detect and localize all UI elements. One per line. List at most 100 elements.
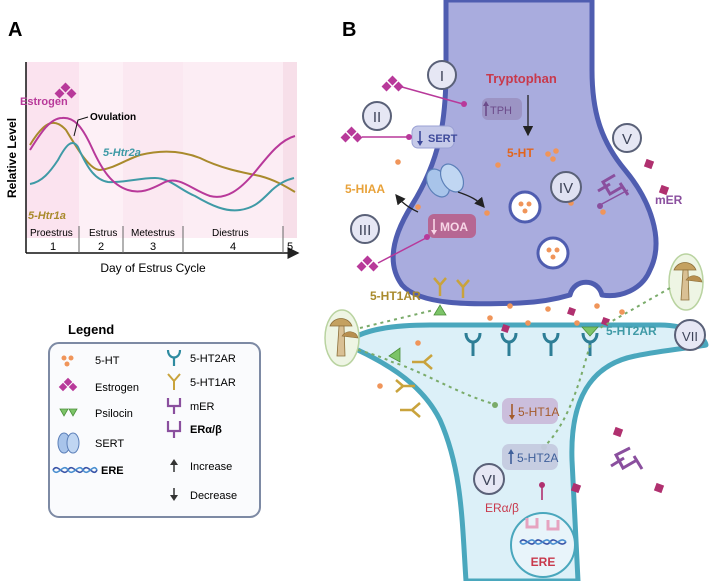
day-tick-1: 1 [50, 241, 56, 253]
mer-link-end [597, 203, 603, 209]
mer-link [599, 189, 629, 206]
era-link-end [539, 482, 545, 488]
sert-decrease-icon [417, 141, 423, 146]
svg-text:IV: IV [559, 180, 573, 197]
phase-label-proestrus: Proestrus [30, 228, 73, 239]
ovulation-label: Ovulation [90, 112, 136, 123]
legend-label-psilocin: Psilocin [95, 408, 133, 420]
ht1a-expression-box [502, 398, 558, 424]
moa-decrease-icon [431, 230, 437, 235]
estrogen-diamonds-icon [58, 377, 78, 392]
sert-transporter-icon [425, 163, 465, 198]
phase-label-metestrus: Metestrus [131, 228, 175, 239]
phase-label-estrus: Estrus [89, 228, 117, 239]
5ht2ar-receptor-icon [464, 332, 599, 356]
legend-title: Legend [68, 322, 114, 337]
5ht1ar-receptor-icon [167, 373, 181, 390]
legend-label-decrease: Decrease [190, 490, 237, 502]
estrogen-molecule [501, 307, 610, 333]
panel-a-letter: A [8, 19, 22, 41]
band-metestrus [123, 62, 183, 238]
day-tick-4: 4 [230, 241, 236, 253]
legend-box [48, 342, 261, 518]
dna-helix-icon [519, 539, 567, 545]
serotonin-dots-icon [61, 355, 74, 367]
sert-transporter-icon [57, 432, 80, 454]
band-diestrus [183, 62, 283, 238]
legend-label-sert: SERT [95, 438, 124, 450]
ht2a-increase-icon [508, 449, 514, 454]
estrogen-molecule [658, 184, 670, 196]
phase-label-diestrus: Diestrus [212, 228, 249, 239]
sert-label: SERT [428, 133, 458, 145]
y-axis-title: Relative Level [5, 118, 19, 198]
synaptic-vesicle [536, 236, 570, 270]
legend-label-5ht2ar: 5-HT2AR [190, 353, 236, 365]
htr2a-curve [29, 142, 295, 212]
svg-text:VI: VI [482, 472, 496, 489]
estrogen-curve [29, 116, 296, 198]
decrease-arrow-icon [170, 488, 178, 501]
estrogen-series-label: Estrogen [20, 96, 68, 108]
hiaa-arrow [395, 193, 419, 213]
serotonin-dots-icon [377, 303, 625, 389]
svg-text:III: III [359, 222, 372, 239]
serotonin-label: 5-HT [507, 146, 534, 160]
dna-helix-icon [52, 466, 98, 474]
psilocin-bound-icon [581, 326, 599, 337]
estrogen-molecule [653, 482, 665, 494]
estrogen-link-iii [377, 237, 427, 264]
era-beta-receptor-icon [166, 421, 182, 438]
hiaa-label: 5-HIAA [345, 182, 385, 196]
mer-label: mER [655, 193, 683, 207]
psilocin-bound-icon [388, 347, 401, 363]
panel-a: A Estrogen Ovulation 5-Htr2a 5-Htr1a [5, 19, 300, 275]
5ht1ar-receptor-icon [395, 354, 433, 418]
reuptake-arrow [457, 191, 485, 208]
estrogen-molecule [643, 158, 655, 170]
day-tick-3: 3 [150, 241, 156, 253]
htr2a-series-label: 5-Htr2a [103, 147, 141, 159]
legend-label-5ht: 5-HT [95, 355, 120, 367]
psilocin-path-end [492, 402, 498, 408]
ht1a-decrease-icon [509, 415, 515, 420]
moa-label: MOA [440, 220, 468, 234]
mer-receptor-icon [166, 398, 182, 414]
mushroom-left-icon [324, 309, 360, 367]
legend: Legend 5-HT Estrogen Psilocin SERT [48, 322, 261, 518]
estrogen-link-i [401, 86, 464, 105]
estrogen-molecule [570, 482, 582, 494]
legend-label-era-beta: ERα/β [190, 424, 222, 436]
mer-receptor-icon [597, 173, 630, 197]
estrogen-diamonds-icon [356, 255, 379, 272]
synaptic-vesicle [508, 190, 542, 224]
roman-marker-vi: VI [473, 463, 505, 495]
era-beta-receptor-icon [525, 518, 560, 531]
panel-b: B Tryptophan TPH 5-HT SERT 5-HIAA [324, 0, 709, 581]
mer-receptor-icon [610, 446, 644, 471]
roman-marker-vii: VII [674, 319, 706, 351]
estrogen-diamonds-icon [54, 82, 77, 99]
roman-marker-i: I [427, 60, 457, 90]
increase-arrow-icon [170, 459, 178, 472]
panel-b-letter: B [342, 19, 356, 41]
psilocin-bound-icon [433, 304, 447, 316]
x-axis-title: Day of Estrus Cycle [100, 261, 206, 275]
roman-marker-ii: II [362, 101, 392, 131]
estrogen-diamonds-icon [381, 75, 404, 92]
band-estrus [79, 62, 123, 238]
legend-label-ere: ERE [101, 465, 124, 477]
ere-label: ERE [531, 555, 556, 569]
svg-text:VII: VII [682, 329, 698, 344]
svg-text:V: V [622, 131, 632, 148]
serotonin-dots-icon [395, 159, 606, 216]
estrogen-link-i-end [461, 101, 467, 107]
svg-text:I: I [440, 68, 444, 85]
serotonin-dots-icon [545, 148, 559, 162]
estrogen-molecule [612, 426, 624, 438]
legend-label-estrogen: Estrogen [95, 382, 139, 394]
ht2ar-label: 5-HT2AR [606, 324, 657, 338]
htr1a-series-label: 5-Htr1a [28, 210, 66, 222]
ht1ar-label: 5-HT1AR [370, 289, 421, 303]
estrogen-link-ii-end [406, 134, 412, 140]
